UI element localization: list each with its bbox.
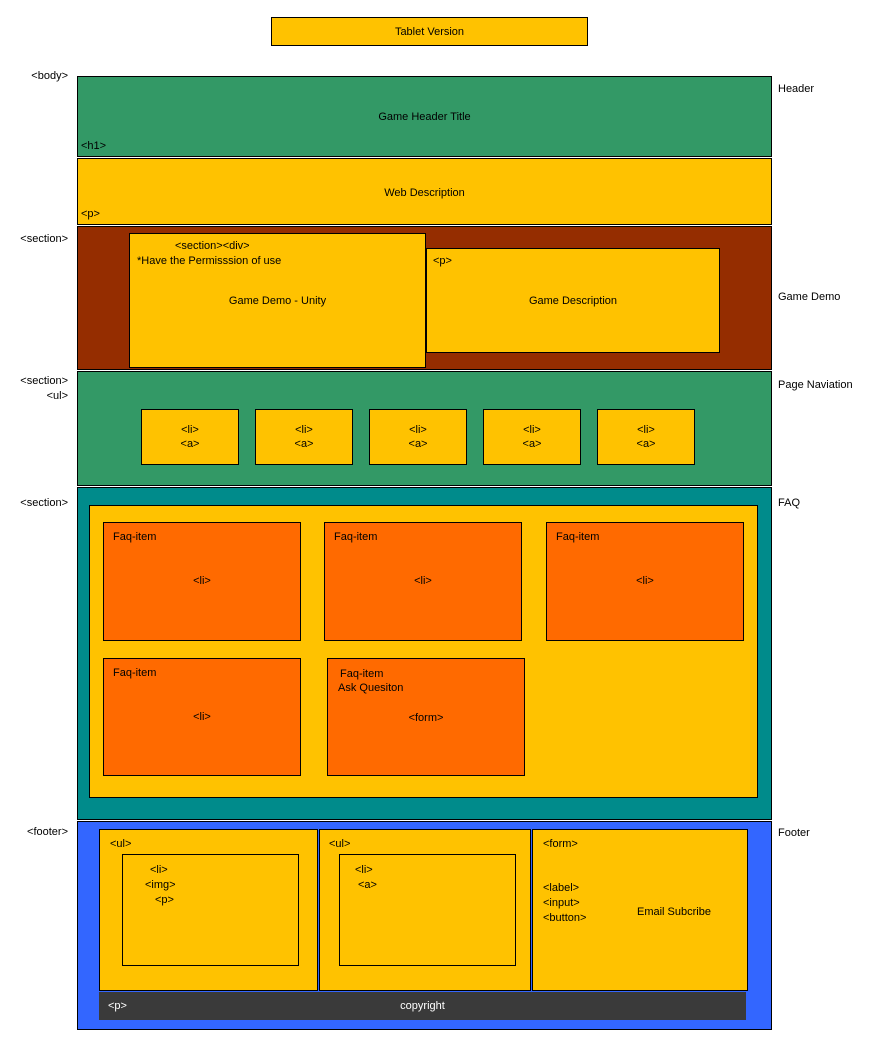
faq-li-tag: <li> xyxy=(414,575,432,587)
unity-title: Game Demo - Unity xyxy=(228,295,327,307)
annotation-footer-tag: <footer> xyxy=(27,826,68,838)
faq-form-tag: <form> xyxy=(408,712,444,724)
faq-item-title: Faq-item xyxy=(340,668,384,680)
faq-item-1: Faq-item <li> xyxy=(103,522,301,641)
unity-section-div-tag: <section><div> xyxy=(175,240,250,252)
label-faq: FAQ xyxy=(778,497,801,509)
nav-a-tag: <a> xyxy=(294,438,314,450)
faq-item-title: Faq-item xyxy=(113,531,157,543)
label-header: Header xyxy=(778,83,815,95)
h1-tag: <h1> xyxy=(81,140,107,152)
faq-item-subtitle: Ask Quesiton xyxy=(338,682,404,694)
nav-li-tag: <li> xyxy=(295,424,313,436)
nav-a-tag: <a> xyxy=(180,438,200,450)
footer-img-tag: <img> xyxy=(145,879,176,891)
diagram-title-box: Tablet Version xyxy=(271,17,588,46)
footer-a-tag: <a> xyxy=(358,879,377,891)
footer-section: <ul> <li> <img> <p> <ul> <li> <a> <form>… xyxy=(77,821,772,1030)
game-description-box: <p> Game Description xyxy=(426,248,720,353)
footer-li-tag: <li> xyxy=(150,864,168,876)
nav-a-tag: <a> xyxy=(636,438,656,450)
faq-li-tag: <li> xyxy=(636,575,654,587)
faq-item-2: Faq-item <li> xyxy=(324,522,522,641)
footer-about-box: <ul> <li> <img> <p> xyxy=(99,829,318,991)
footer-links-box: <ul> <li> <a> xyxy=(319,829,531,991)
unity-permission-note: *Have the Permisssion of use xyxy=(137,255,282,267)
footer-li-tag: <li> xyxy=(355,864,373,876)
footer-subscribe-box: <form> <label> <input> <button> Email Su… xyxy=(532,829,748,991)
faq-item-3: Faq-item <li> xyxy=(546,522,744,641)
faq-list-box: Faq-item <li> Faq-item <li> Faq-item <li… xyxy=(89,505,758,798)
header-section: Game Header Title <h1> xyxy=(77,76,772,157)
nav-li-tag: <li> xyxy=(637,424,655,436)
nav-a-tag: <a> xyxy=(522,438,542,450)
description-title: Game Description xyxy=(528,295,618,307)
annotation-section-nav: <section> xyxy=(20,375,68,387)
faq-item-title: Faq-item xyxy=(113,667,157,679)
faq-item-title: Faq-item xyxy=(556,531,600,543)
nav-item-2: <li> <a> xyxy=(255,409,353,465)
nav-item-4: <li> <a> xyxy=(483,409,581,465)
faq-item-ask-question: Faq-item Ask Quesiton <form> xyxy=(327,658,525,776)
footer-button-tag: <button> xyxy=(543,912,587,924)
footer-input-tag: <input> xyxy=(543,897,580,909)
nav-li-tag: <li> xyxy=(523,424,541,436)
faq-item-title: Faq-item xyxy=(334,531,378,543)
p-tag: <p> xyxy=(81,208,100,220)
nav-item-5: <li> <a> xyxy=(597,409,695,465)
nav-a-tag: <a> xyxy=(408,438,428,450)
footer-about-list-box: <li> <img> <p> xyxy=(122,854,299,966)
nav-li-tag: <li> xyxy=(181,424,199,436)
copyright-bar: <p> copyright xyxy=(99,992,746,1020)
page-navigation-section: <li> <a> <li> <a> <li> <a> <li> <a> <li>… xyxy=(77,371,772,486)
diagram-title: Tablet Version xyxy=(394,25,465,38)
nav-item-1: <li> <a> xyxy=(141,409,239,465)
faq-section: Faq-item <li> Faq-item <li> Faq-item <li… xyxy=(77,487,772,820)
nav-item-3: <li> <a> xyxy=(369,409,467,465)
game-demo-section: <section><div> *Have the Permisssion of … xyxy=(77,226,772,370)
faq-li-tag: <li> xyxy=(193,575,211,587)
label-footer: Footer xyxy=(778,827,810,839)
footer-p-tag: <p> xyxy=(155,894,174,906)
web-description-section: Web Description <p> xyxy=(77,158,772,225)
faq-item-4: Faq-item <li> xyxy=(103,658,301,776)
annotation-body-tag: <body> xyxy=(31,70,68,82)
annotation-ul-nav: <ul> xyxy=(46,390,68,402)
description-p-tag: <p> xyxy=(433,255,452,267)
footer-links-list-box: <li> <a> xyxy=(339,854,516,966)
annotation-section-demo: <section> xyxy=(20,233,68,245)
footer-ul-tag: <ul> xyxy=(110,838,132,850)
annotation-section-faq: <section> xyxy=(20,497,68,509)
header-title: Game Header Title xyxy=(378,111,471,123)
footer-label-tag: <label> xyxy=(543,882,580,894)
label-page-navigation: Page Naviation xyxy=(778,379,853,391)
game-demo-unity-box: <section><div> *Have the Permisssion of … xyxy=(129,233,426,368)
email-subscribe-title: Email Subcribe xyxy=(637,906,711,918)
copyright-text: copyright xyxy=(400,1000,445,1012)
copyright-p-tag: <p> xyxy=(108,1000,127,1012)
web-description-title: Web Description xyxy=(384,187,465,199)
nav-li-tag: <li> xyxy=(409,424,427,436)
label-game-demo: Game Demo xyxy=(778,291,841,303)
footer-form-tag: <form> xyxy=(543,838,578,850)
faq-li-tag: <li> xyxy=(193,711,211,723)
footer-ul-tag: <ul> xyxy=(329,838,351,850)
